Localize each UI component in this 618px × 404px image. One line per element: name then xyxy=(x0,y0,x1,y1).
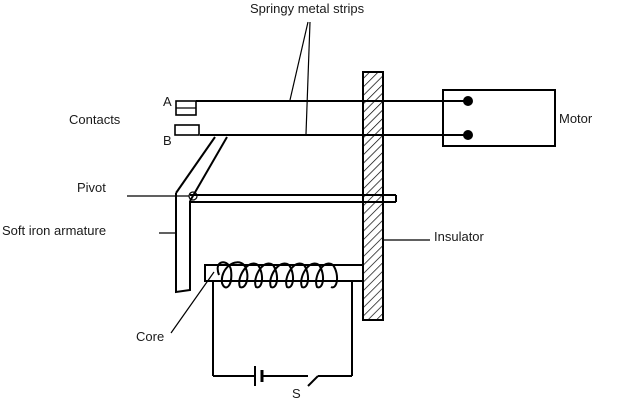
motor-box xyxy=(442,89,556,147)
label-contact-a: A xyxy=(163,94,172,109)
motor-terminal-a xyxy=(463,96,473,106)
contact-b xyxy=(174,124,200,136)
label-insulator: Insulator xyxy=(434,229,485,244)
pointer-core xyxy=(170,271,215,334)
pointer-strip-b xyxy=(305,21,311,135)
coil-winding xyxy=(216,261,339,289)
label-switch: S xyxy=(292,386,301,401)
switch-s xyxy=(307,375,319,387)
label-armature: Soft iron armature xyxy=(2,223,106,238)
soft-iron-armature xyxy=(175,193,191,294)
iron-core xyxy=(204,264,364,282)
label-core: Core xyxy=(136,329,164,344)
pointer-strip-a xyxy=(289,21,309,101)
armature-upper-link-inner xyxy=(189,136,228,202)
label-contact-b: B xyxy=(163,133,172,148)
motor-terminal-b xyxy=(463,130,473,140)
label-pivot: Pivot xyxy=(77,180,106,195)
label-motor: Motor xyxy=(559,111,593,126)
label-contacts: Contacts xyxy=(69,112,121,127)
armature-upper-link xyxy=(175,136,216,194)
label-springy-strips: Springy metal strips xyxy=(250,1,365,16)
